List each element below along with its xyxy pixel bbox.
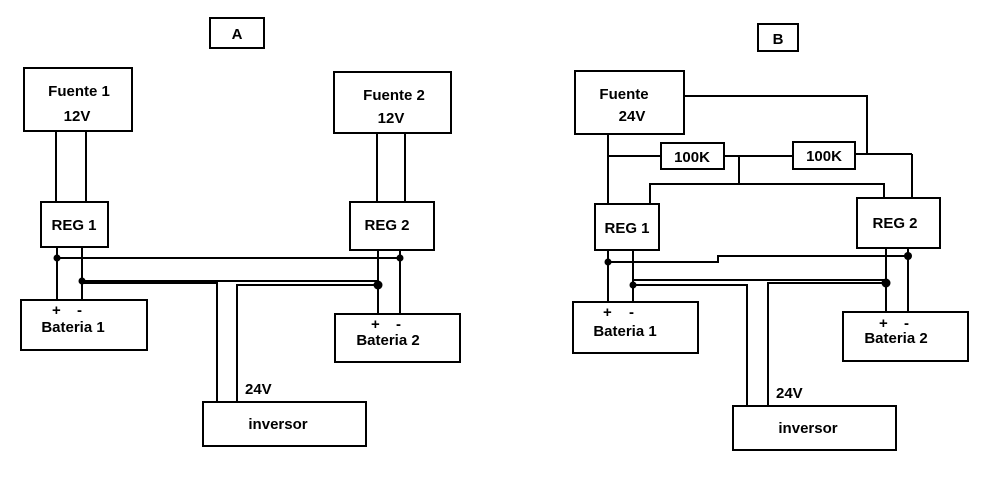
inversor-b-label: inversor bbox=[778, 420, 837, 437]
bateria-2-label: Bateria 2 bbox=[356, 332, 419, 349]
fuente-1-box: Fuente 1 12V bbox=[23, 67, 133, 132]
bateria-2-box: + - Bateria 2 bbox=[334, 313, 461, 363]
bateria-2-minus: - bbox=[396, 316, 401, 333]
reg-1-b-label: REG 1 bbox=[604, 220, 649, 237]
bateria-2-b-minus: - bbox=[904, 315, 909, 332]
bateria-1-b-plus: + bbox=[603, 304, 612, 321]
inversor-box: inversor 24V bbox=[202, 381, 367, 447]
resistor-2-label: 100K bbox=[806, 148, 842, 165]
reg-2-b-label: REG 2 bbox=[872, 215, 917, 232]
fuente-box: Fuente 24V bbox=[574, 70, 685, 135]
reg-1-b-box: REG 1 bbox=[594, 203, 660, 251]
fuente-label: Fuente bbox=[599, 86, 648, 103]
wires-a bbox=[55, 132, 406, 403]
inversor-label: inversor bbox=[248, 416, 307, 433]
title-a-box: A bbox=[209, 17, 265, 49]
bateria-2-plus: + bbox=[371, 316, 380, 333]
title-b: B bbox=[773, 31, 784, 48]
bateria-1-minus: - bbox=[77, 302, 82, 319]
fuente-1-voltage: 12V bbox=[64, 108, 91, 125]
resistor-1-box: 100K bbox=[660, 142, 725, 170]
reg-1-label: REG 1 bbox=[51, 217, 96, 234]
bateria-2-b-box: + - Bateria 2 bbox=[842, 311, 969, 362]
inversor-voltage: 24V bbox=[245, 381, 272, 398]
fuente-2-voltage: 12V bbox=[378, 110, 405, 127]
bateria-1-b-label: Bateria 1 bbox=[593, 323, 656, 340]
reg-2-b-box: REG 2 bbox=[856, 197, 941, 249]
reg-2-box: REG 2 bbox=[349, 201, 435, 251]
resistor-2-box: 100K bbox=[792, 141, 856, 170]
bateria-1-plus: + bbox=[52, 302, 61, 319]
bateria-1-b-minus: - bbox=[629, 304, 634, 321]
wires-b bbox=[607, 95, 913, 406]
bateria-1-label: Bateria 1 bbox=[41, 319, 104, 336]
inversor-b-box: inversor 24V bbox=[732, 385, 897, 451]
title-b-box: B bbox=[757, 23, 799, 52]
junctions-b bbox=[604, 252, 912, 289]
reg-2-label: REG 2 bbox=[364, 217, 409, 234]
fuente-2-box: Fuente 2 12V bbox=[333, 71, 452, 134]
reg-1-box: REG 1 bbox=[40, 201, 109, 248]
bateria-1-b-box: + - Bateria 1 bbox=[572, 301, 699, 354]
diagram-a: A Fuente 1 12V Fuente 2 12V REG 1 REG 2 … bbox=[20, 17, 461, 447]
fuente-1-label: Fuente 1 bbox=[48, 83, 110, 100]
bateria-2-b-plus: + bbox=[879, 315, 888, 332]
junctions-a bbox=[53, 254, 404, 290]
resistor-1-label: 100K bbox=[674, 149, 710, 166]
title-a: A bbox=[232, 26, 243, 43]
inversor-b-voltage: 24V bbox=[776, 385, 803, 402]
fuente-voltage: 24V bbox=[619, 108, 646, 125]
fuente-2-label: Fuente 2 bbox=[363, 87, 425, 104]
diagram-b: B Fuente 24V 100K 100K REG 1 REG 2 bbox=[572, 23, 969, 451]
bateria-2-b-label: Bateria 2 bbox=[864, 330, 927, 347]
bateria-1-box: + - Bateria 1 bbox=[20, 299, 148, 351]
